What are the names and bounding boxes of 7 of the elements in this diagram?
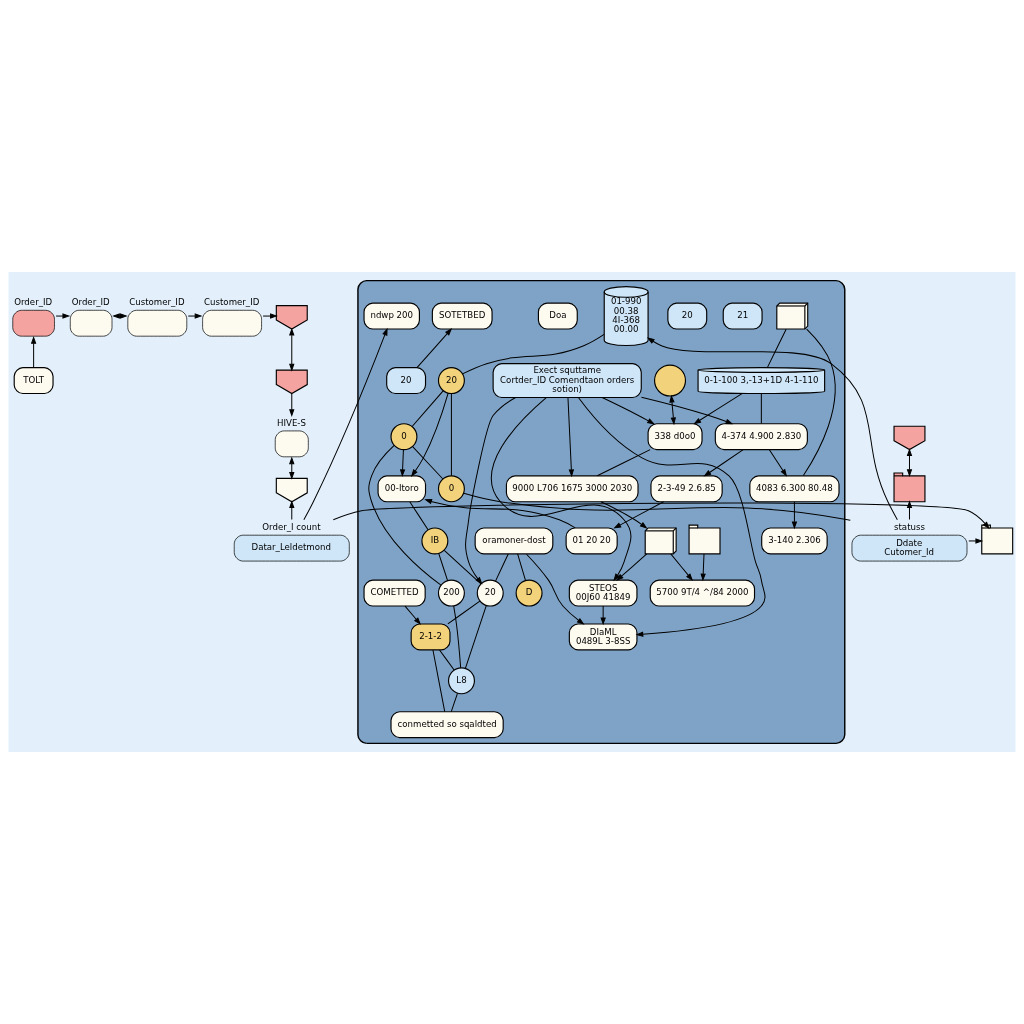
node-label: HIVE-S [277, 417, 306, 428]
node-label: Order_ID [14, 296, 53, 307]
node-label: Order_I count [262, 521, 321, 532]
node-label: Customer_ID [204, 296, 260, 307]
node-label: Order_ID [71, 296, 110, 307]
node-label: Customer_ID [129, 296, 185, 307]
node-label: statuss [894, 521, 925, 532]
